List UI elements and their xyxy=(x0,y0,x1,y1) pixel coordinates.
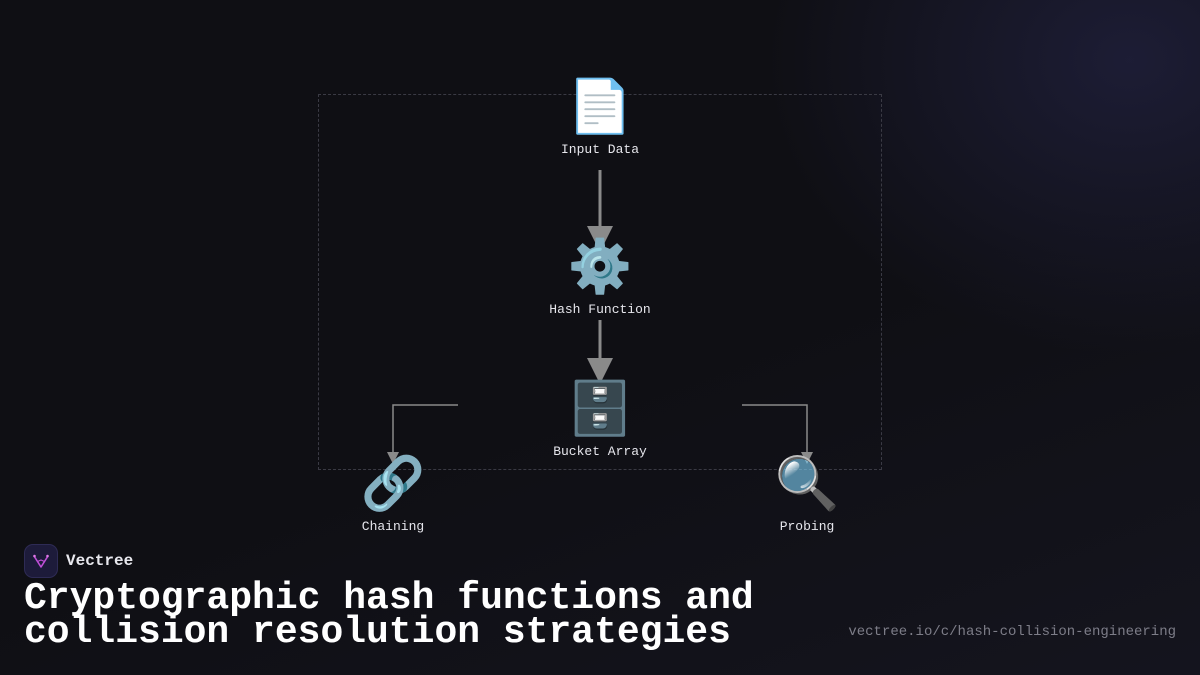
vectree-logo-icon xyxy=(24,544,58,578)
edge-bucket-to-probing xyxy=(742,404,808,455)
source-url: vectree.io/c/hash-collision-engineering xyxy=(848,624,1176,640)
page-title: Cryptographic hash functions and collisi… xyxy=(24,577,754,654)
magnifier-icon: 🔍 xyxy=(774,454,840,514)
node-input-data: 📄 Input Data xyxy=(500,76,700,157)
node-bucket-array: 🗄️ Bucket Array xyxy=(500,378,700,459)
node-probing: 🔍 Probing xyxy=(707,453,907,534)
node-label-chaining: Chaining xyxy=(361,519,425,534)
node-label-probing: Probing xyxy=(779,519,835,534)
brand: Vectree xyxy=(24,544,133,578)
node-hash-function: ⚙️ Hash Function xyxy=(500,236,700,317)
arrowhead-bucket-to-probing xyxy=(801,452,813,464)
gear-icon: ⚙️ xyxy=(567,237,633,297)
edge-bucket-to-chaining xyxy=(392,404,458,455)
arrowhead-input-to-hash xyxy=(587,226,613,252)
node-label-input-data: Input Data xyxy=(560,142,639,157)
document-icon: 📄 xyxy=(567,77,633,137)
file-cabinet-icon: 🗄️ xyxy=(567,379,633,439)
brand-name: Vectree xyxy=(66,552,134,570)
node-label-hash-function: Hash Function xyxy=(549,302,651,317)
arrowhead-hash-to-bucket xyxy=(587,358,613,384)
node-label-bucket-array: Bucket Array xyxy=(553,444,647,459)
arrowhead-bucket-to-chaining xyxy=(387,452,399,464)
node-chaining: 🔗 Chaining xyxy=(293,453,493,534)
link-icon: 🔗 xyxy=(360,454,426,514)
diagram-frame xyxy=(318,94,882,470)
